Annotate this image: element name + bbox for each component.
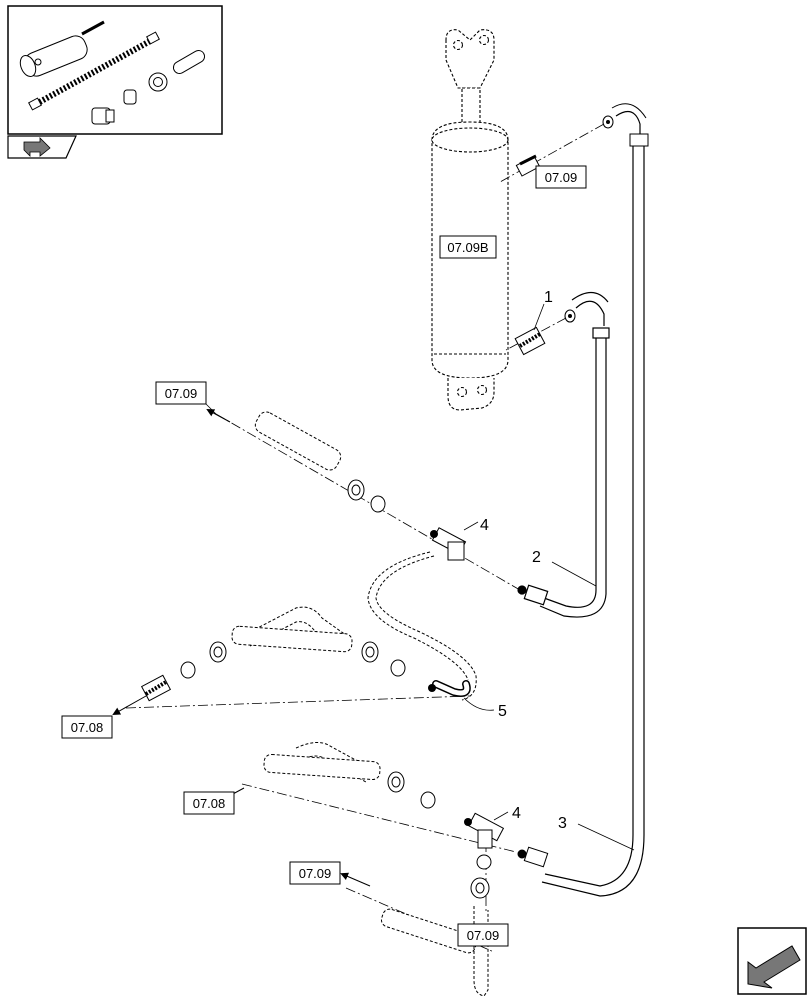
tee-fitting-upper — [430, 521, 479, 561]
adapter-middle-left — [140, 674, 172, 702]
hose-short — [517, 291, 610, 618]
ref-box-left-mid[interactable]: 07.08 — [61, 715, 113, 739]
pipe-dashed-lower — [263, 742, 381, 783]
return-arrow-icon[interactable] — [737, 927, 807, 995]
fitting-top-right — [515, 154, 541, 177]
elbow-fitting-item-5 — [428, 680, 495, 711]
sleeve-middle-a — [390, 659, 406, 677]
nut-middle-a — [361, 641, 379, 663]
adapter-fitting-item-1 — [514, 303, 546, 356]
pipe-dashed-upper-middle — [231, 606, 353, 653]
nut-bottom — [470, 877, 490, 899]
svg-text:07.09B: 07.09B — [447, 240, 488, 255]
arrow-left-upper — [206, 409, 231, 423]
hose-end-nut-top — [602, 115, 614, 129]
svg-text:07.08: 07.08 — [193, 796, 226, 811]
ref-box-top-right[interactable]: 07.09 — [535, 165, 587, 189]
callout-4-lower: 4 — [512, 805, 521, 822]
ref-box-bottom-center[interactable]: 07.09 — [457, 923, 509, 947]
ref-box-left-lower[interactable]: 07.08 — [183, 791, 235, 815]
assembly-centerlines — [125, 123, 605, 953]
svg-text:07.08: 07.08 — [71, 720, 104, 735]
pipe-dashed-bottom — [380, 906, 489, 997]
nut-upper — [347, 479, 365, 501]
hose-long — [517, 103, 649, 897]
sleeve-middle-b — [180, 661, 196, 679]
svg-text:07.09: 07.09 — [165, 386, 198, 401]
hydraulic-cylinder — [431, 29, 509, 411]
callout-3: 3 — [558, 815, 567, 832]
callout-5: 5 — [498, 703, 507, 720]
navigation-arrow-icon[interactable] — [7, 135, 77, 159]
hose-end-nut-right — [564, 309, 576, 323]
sleeve-lower-a — [420, 791, 436, 809]
pipe-segment-upper — [254, 411, 342, 471]
callout-2: 2 — [532, 549, 541, 566]
sleeve-bottom — [476, 854, 492, 870]
callout-4-upper: 4 — [480, 517, 489, 534]
nut-middle-b — [209, 641, 227, 663]
nut-lower-a — [387, 771, 405, 793]
svg-text:07.09: 07.09 — [299, 866, 332, 881]
callout-1: 1 — [544, 289, 553, 306]
ref-box-left-upper[interactable]: 07.09 — [155, 381, 207, 405]
tee-fitting-lower — [464, 811, 509, 849]
ref-box-cylinder[interactable]: 07.09B — [439, 235, 497, 259]
svg-text:07.09: 07.09 — [545, 170, 578, 185]
svg-text:07.09: 07.09 — [467, 928, 500, 943]
ref-box-bottom-left[interactable]: 07.09 — [289, 861, 341, 885]
kit-thumbnail-icon — [7, 5, 223, 135]
hose-loop-route — [375, 555, 477, 701]
sleeve-upper — [370, 495, 386, 513]
